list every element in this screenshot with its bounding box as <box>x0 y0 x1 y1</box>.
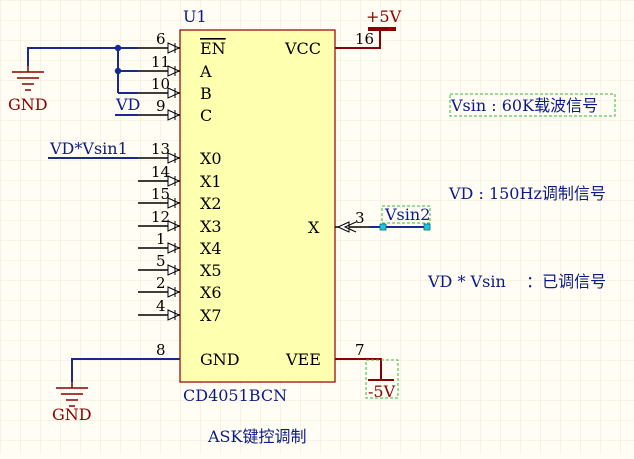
pin-number: 8 <box>156 341 166 359</box>
vsin2-net-label: Vsin2 <box>384 205 430 224</box>
pin-name: VEE <box>285 350 321 369</box>
gnd-symbol-bottom[interactable] <box>56 382 88 407</box>
pin-number: 12 <box>151 208 170 226</box>
pin-name: X3 <box>200 217 222 236</box>
vee-wire <box>335 358 382 380</box>
vd-vsin-net-label: VD*Vsin1 <box>49 139 128 158</box>
pin-name: C <box>200 106 212 125</box>
wire-handle-left[interactable] <box>379 223 387 231</box>
enable-address-wires <box>27 44 138 94</box>
pin-number: 1 <box>156 230 166 248</box>
pin-number: 11 <box>151 53 170 71</box>
vcc-port-label: +5V <box>366 7 402 26</box>
junction-dot <box>114 44 122 52</box>
pin-name: X5 <box>200 261 222 280</box>
vcc-wire <box>335 29 396 49</box>
junction-dot <box>114 67 122 75</box>
pin-name: X4 <box>200 239 222 258</box>
ic-body[interactable] <box>179 29 336 383</box>
note-carrier: Vsin : 60K载波信号 <box>450 96 598 115</box>
pin-name: X6 <box>200 283 222 302</box>
pin-name: A <box>199 62 212 81</box>
pin-number: 15 <box>151 185 170 203</box>
pin-name: EN <box>200 39 226 58</box>
pin-name: B <box>200 84 212 103</box>
vd-net-label: VD <box>115 95 140 114</box>
gnd-label-top: GND <box>8 95 48 114</box>
pin-number: 2 <box>156 274 166 292</box>
pin-number: 4 <box>156 297 166 315</box>
pin-name: VCC <box>284 39 321 58</box>
pin-name: X7 <box>200 306 222 325</box>
vsin2-selection-box <box>381 205 431 224</box>
pin-name: X0 <box>200 149 222 168</box>
note-modulated: VD * Vsin ：已调信号 <box>427 272 606 291</box>
pin-number: 9 <box>156 97 166 115</box>
pin-number: 16 <box>355 30 374 48</box>
vee-port-label: -5V <box>368 382 396 401</box>
pin-number: 7 <box>355 341 365 359</box>
pin-name: X2 <box>200 194 222 213</box>
pin-name: X1 <box>200 172 222 191</box>
ic-designator: U1 <box>183 7 207 26</box>
pin-number: 13 <box>151 140 170 158</box>
note-modulating: VD : 150Hz调制信号 <box>448 184 606 203</box>
pin-number: 6 <box>156 30 166 48</box>
pin-number: 14 <box>151 163 170 181</box>
pin-number: 10 <box>151 75 170 93</box>
caption: ASK键控调制 <box>207 427 306 446</box>
pin-number: 5 <box>156 252 166 270</box>
wire-handle-right[interactable] <box>423 223 431 231</box>
vee-selection-box <box>365 359 399 399</box>
pin-name: GND <box>200 350 240 369</box>
gnd-label-bottom: GND <box>52 405 92 424</box>
pin-name: X <box>308 218 320 237</box>
gnd-symbol-top[interactable] <box>12 66 44 91</box>
gnd-wire-bottom <box>71 358 180 382</box>
ic-part-number: CD4051BCN <box>183 386 287 405</box>
note-carrier-box <box>449 93 616 117</box>
pin-number: 3 <box>355 209 365 227</box>
